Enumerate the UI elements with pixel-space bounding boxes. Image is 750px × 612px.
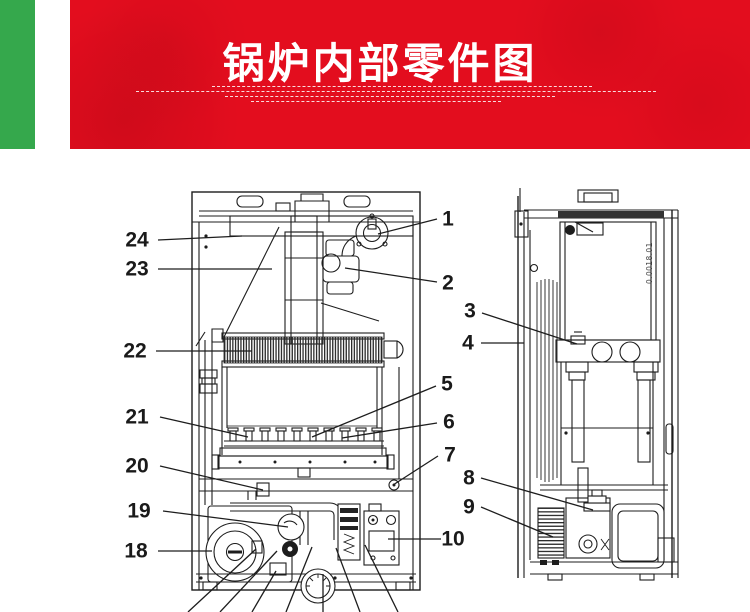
callout-label-4: 4 bbox=[462, 331, 474, 355]
callout-label-23: 23 bbox=[125, 257, 149, 281]
diagram-code: 0.0018.01 bbox=[645, 242, 654, 284]
callout-label-20: 20 bbox=[125, 454, 149, 478]
callout-label-18: 18 bbox=[124, 539, 148, 563]
callout-label-9: 9 bbox=[463, 495, 475, 519]
page-title: 锅炉内部零件图 bbox=[222, 40, 538, 87]
green-stripe bbox=[0, 0, 35, 149]
leader-lines bbox=[156, 218, 594, 612]
callout-label-8: 8 bbox=[463, 466, 475, 490]
decorative-dashed-lines bbox=[70, 86, 750, 106]
callout-label-22: 22 bbox=[123, 339, 147, 363]
callout-label-7: 7 bbox=[444, 443, 456, 467]
callout-label-2: 2 bbox=[442, 271, 454, 295]
callout-label-3: 3 bbox=[464, 299, 476, 323]
callout-label-21: 21 bbox=[125, 405, 149, 429]
side-view: 0.0018.01 bbox=[514, 188, 679, 581]
callout-label-24: 24 bbox=[125, 228, 149, 252]
callout-label-19: 19 bbox=[127, 499, 151, 523]
callout-label-10: 10 bbox=[441, 527, 465, 551]
callout-label-1: 1 bbox=[442, 207, 454, 231]
callout-label-5: 5 bbox=[441, 372, 453, 396]
callout-label-6: 6 bbox=[443, 410, 455, 434]
header-banner: 锅炉内部零件图 bbox=[70, 0, 750, 149]
front-view bbox=[191, 191, 421, 604]
